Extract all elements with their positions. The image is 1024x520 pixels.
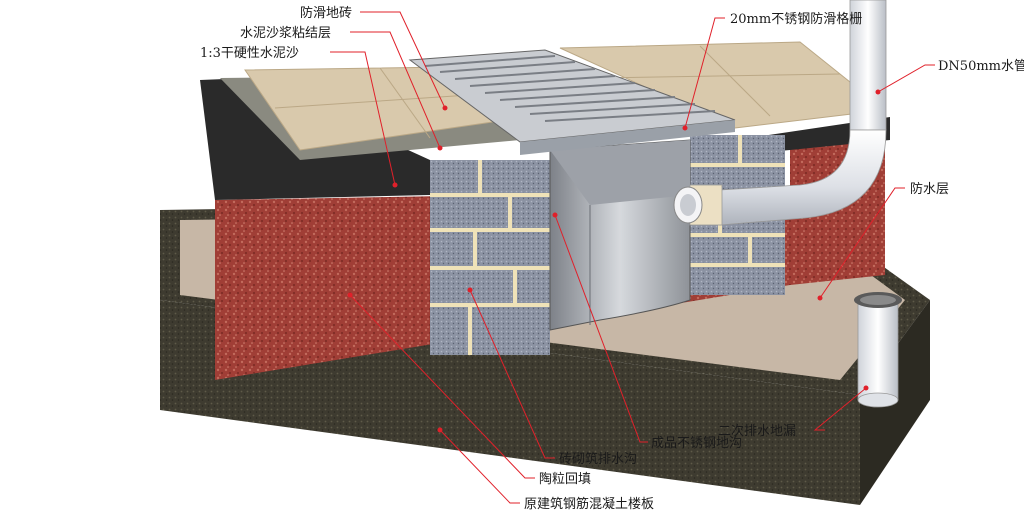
- water-pipe: [673, 0, 887, 226]
- label-anti-slip-tile: 防滑地砖: [300, 5, 352, 21]
- steel-grating: [408, 49, 736, 155]
- label-waterproof: 防水层: [910, 181, 949, 197]
- label-dry-cement-sand: 1:3干硬性水泥沙: [200, 46, 299, 61]
- leader-lines: [330, 11, 935, 504]
- label-ceramsite: 陶粒回填: [539, 471, 591, 487]
- label-concrete-slab: 原建筑钢筋混凝土楼板: [524, 496, 654, 512]
- label-steel-trench: 成品不锈钢地沟: [651, 436, 742, 451]
- label-floor-drain: 二次排水地漏: [718, 423, 796, 439]
- label-pipe: DN50mm水管: [938, 59, 1024, 74]
- label-cement-mortar-bond: 水泥沙浆粘结层: [240, 26, 331, 41]
- floor-drain: [854, 292, 902, 408]
- label-grating: 20mm不锈钢防滑格栅: [730, 11, 862, 27]
- steel-trench: [549, 139, 691, 331]
- brick-wall-left: [430, 160, 550, 355]
- label-brick-trench: 砖砌筑排水沟: [559, 451, 637, 467]
